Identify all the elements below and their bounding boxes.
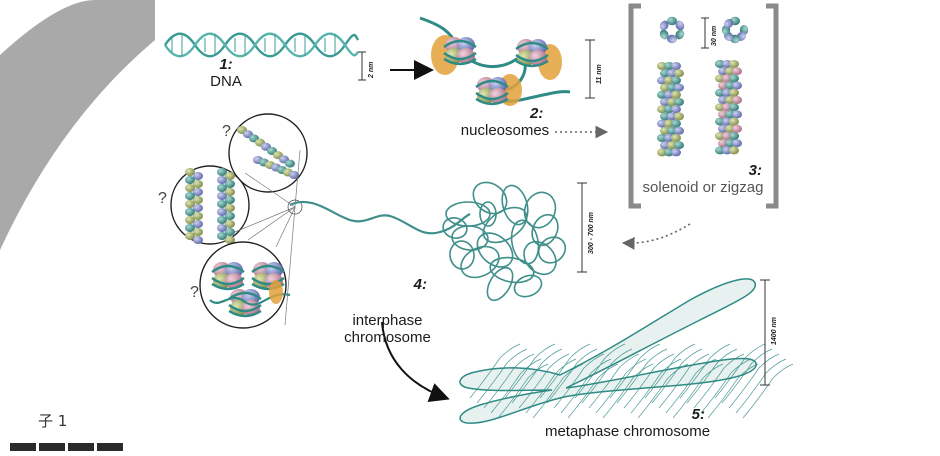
- solenoid-scale-bar: [701, 17, 709, 49]
- arrow-interphase-to-metaphase: [381, 321, 450, 402]
- stage-number: 3:: [748, 162, 762, 179]
- interphase-tangle: [442, 181, 567, 302]
- zoom-circle-top: [228, 113, 308, 193]
- zigzag-fiber: [715, 60, 742, 155]
- stage-label-solenoid: 3: solenoid or zigzag: [638, 162, 768, 197]
- stage-label-metaphase: 5: metaphase chromosome: [520, 406, 735, 441]
- stage-number: 5:: [691, 406, 705, 423]
- scale-label-dna: 2 nm: [368, 61, 375, 78]
- scale-label-interphase: 300 - 700 nm: [588, 211, 595, 254]
- zoom-lines: [234, 149, 303, 326]
- interphase-fiber: [289, 200, 471, 235]
- stage-number: 4:: [413, 276, 427, 294]
- dna-helix: [164, 32, 360, 58]
- stage-name: interphase chromosome: [344, 312, 431, 347]
- stage-name: metaphase chromosome: [544, 423, 711, 441]
- scale-label-metaphase: 1400 nm: [771, 316, 778, 345]
- stage-label-dna: 1: DNA: [196, 56, 256, 91]
- question-mark-bottom: ?: [190, 284, 199, 301]
- corner-strip: [10, 438, 155, 451]
- gray-background-band: [0, 0, 155, 250]
- nucleosome-scale-bar: [585, 39, 595, 99]
- interphase-scale-bar: [577, 182, 587, 273]
- stage-number: 1:: [219, 56, 233, 73]
- stage-name: DNA: [210, 73, 242, 91]
- stage-label-interphase: 4: interphase chromosome: [340, 258, 435, 365]
- stage-name: nucleosomes: [460, 122, 550, 140]
- chromatin-diagram: [0, 0, 794, 424]
- corner-text: 子 1: [38, 412, 68, 430]
- solenoid-rosettes: [658, 16, 749, 44]
- scale-label-nucleosome: 11 nm: [596, 64, 603, 84]
- question-mark-middle: ?: [158, 190, 167, 207]
- arrow-solenoid-to-interphase: [621, 223, 691, 250]
- zoom-circle-middle: [170, 165, 250, 245]
- solenoid-bracket: [628, 3, 779, 209]
- stage-name: solenoid or zigzag: [642, 179, 764, 197]
- stage-number: 2:: [530, 105, 544, 122]
- zoom-circle-bottom: [199, 241, 291, 329]
- question-mark-top: ?: [222, 123, 231, 140]
- metaphase-chromosome: [459, 278, 794, 424]
- dna-scale-bar: [358, 51, 366, 81]
- scale-label-solenoid: 30 nm: [711, 25, 718, 46]
- stage-label-nucleosomes: 2: nucleosomes: [440, 105, 570, 140]
- metaphase-scale-bar: [760, 279, 770, 386]
- nucleosome-cluster: [419, 16, 571, 106]
- solenoid-fiber: [657, 62, 684, 157]
